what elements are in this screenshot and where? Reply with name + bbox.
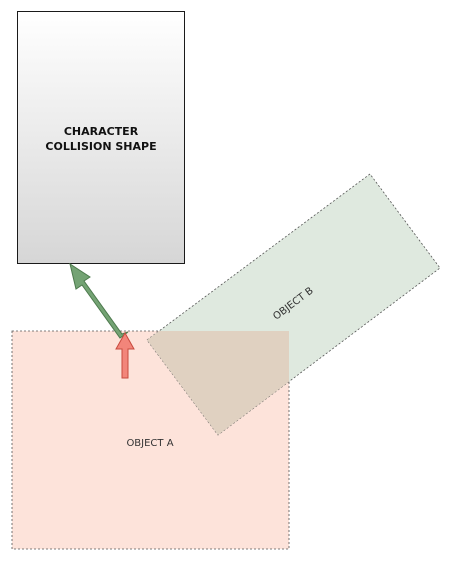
- character-collision-shape: CHARACTER COLLISION SHAPE: [17, 11, 185, 264]
- contact-normal-arrow: [115, 331, 135, 379]
- character-label-line2: COLLISION SHAPE: [45, 140, 156, 153]
- character-box: [17, 11, 185, 264]
- object-b: OBJECT B: [146, 173, 441, 436]
- push-out-arrow-shape: [69, 262, 129, 339]
- contact-normal-arrow-shape: [115, 331, 135, 379]
- push-out-arrow: [69, 262, 129, 339]
- character-label-line1: CHARACTER: [64, 125, 139, 138]
- object-a-label: OBJECT A: [126, 438, 173, 449]
- overlap-region: [147, 331, 289, 435]
